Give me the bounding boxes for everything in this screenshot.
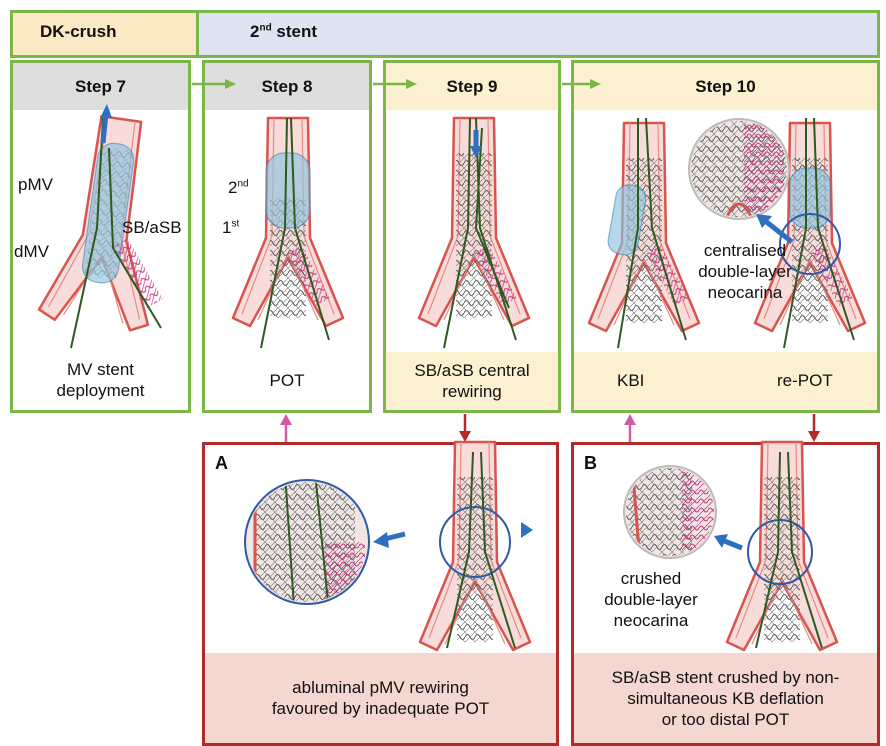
- arrow-b-to-kbi: [624, 414, 636, 442]
- centralised-neocarina-label: centralised double-layer neocarina: [690, 240, 800, 303]
- crushed-neocarina-label: crushed double-layer neocarina: [596, 568, 706, 631]
- centralised-neocarina-magnifier: [684, 114, 794, 224]
- first-stent-marker: 1st: [222, 218, 239, 238]
- complication-b-caption: SB/aSB stent crushed by non- simultaneou…: [574, 653, 877, 743]
- step-7-caption: MV stent deployment: [13, 350, 188, 410]
- complication-a-illustration: [215, 452, 555, 652]
- dmv-label: dMV: [14, 242, 49, 262]
- step-9-illustration: [384, 108, 562, 358]
- flow-arrows: [0, 0, 886, 120]
- pmv-label: pMV: [18, 175, 53, 195]
- step-9-caption: SB/aSB central rewiring: [386, 352, 558, 410]
- complication-a-caption: abluminal pMV rewiring favoured by inade…: [205, 653, 556, 743]
- arrow-repot-to-b: [808, 414, 820, 442]
- second-stent-marker: 2nd: [228, 178, 249, 198]
- step-8-caption: POT: [205, 350, 369, 410]
- arrow-step-9-to-a: [459, 414, 471, 442]
- step-10-caption: KBI re-POT: [574, 352, 877, 410]
- arrow-a-to-step-8: [280, 414, 292, 442]
- arrow-7-to-8: [192, 79, 236, 89]
- arrow-8-to-9: [373, 79, 417, 89]
- re-pot-caption: re-POT: [777, 370, 833, 391]
- sb-asb-label: SB/aSB: [122, 218, 182, 238]
- kbi-caption: KBI: [617, 370, 644, 391]
- arrow-9-to-10: [562, 79, 601, 89]
